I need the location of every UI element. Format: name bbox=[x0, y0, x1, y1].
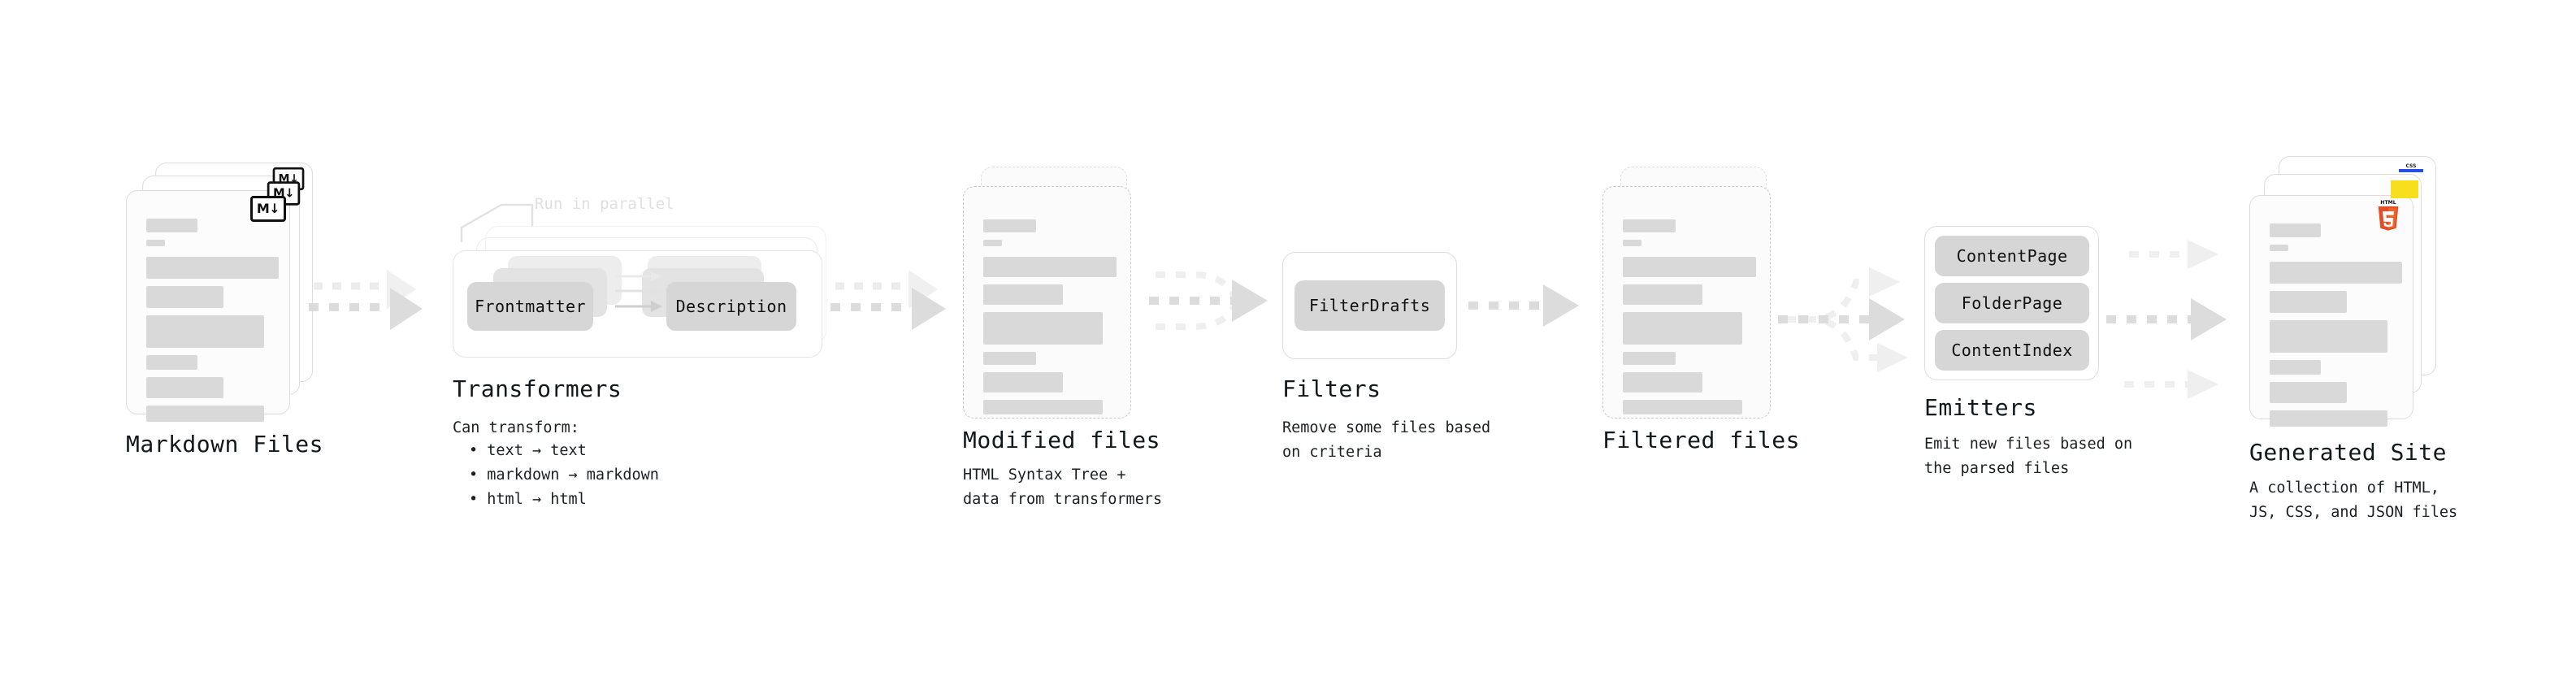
generated-site-caption: A collection of HTML, JS, CSS, and JSON … bbox=[2249, 479, 2458, 521]
stage-title-emitters: Emitters bbox=[1924, 394, 2037, 421]
emitter-chip-contentpage[interactable]: ContentPage bbox=[1935, 236, 2089, 276]
stage-title-filtered-files: Filtered files bbox=[1602, 427, 1801, 453]
stage-title-markdown-files: Markdown Files bbox=[126, 431, 324, 458]
run-in-parallel-label: Run in parallel bbox=[535, 195, 674, 213]
filters-caption: Remove some files based on criteria bbox=[1282, 419, 1491, 461]
site-card-skeleton bbox=[2250, 196, 2413, 427]
arrow-filtered-to-emitters bbox=[1778, 267, 1908, 372]
modified-card-skeleton bbox=[964, 187, 1130, 418]
css-icon: CSS bbox=[2399, 163, 2423, 172]
modified-file-stack bbox=[963, 167, 1142, 419]
filtered-card-skeleton bbox=[1603, 187, 1770, 418]
run-in-parallel-bracket bbox=[460, 203, 534, 242]
arrow-emitters-to-site bbox=[2106, 240, 2227, 399]
markdown-file-stack: M↓ M↓ M↓ bbox=[126, 163, 313, 422]
arrow-markdown-to-transformers bbox=[309, 270, 423, 330]
emitter-chip-contentindex[interactable]: ContentIndex bbox=[1935, 330, 2089, 371]
html5-icon: HTML bbox=[2378, 200, 2399, 231]
arrow-modified-to-filters bbox=[1149, 271, 1268, 330]
modified-files-caption: HTML Syntax Tree + data from transformer… bbox=[963, 466, 1163, 508]
filter-chip-filterdrafts[interactable]: FilterDrafts bbox=[1295, 280, 1445, 331]
markdown-card-skeleton bbox=[127, 191, 289, 422]
transformers-caption: Can transform: bbox=[453, 419, 579, 436]
arrow-transformers-to-modified bbox=[830, 270, 946, 330]
transformers-bullets: • text → text • markdown → markdown • ht… bbox=[469, 442, 659, 508]
js-icon bbox=[2391, 180, 2418, 198]
filtered-file-stack bbox=[1602, 167, 1781, 419]
transformers-inner-arrows bbox=[615, 271, 662, 312]
generated-site-stack: CSS HTML bbox=[2249, 156, 2444, 427]
emitter-chip-folderpage[interactable]: FolderPage bbox=[1935, 283, 2089, 323]
markdown-card-front bbox=[126, 190, 290, 422]
stage-title-modified-files: Modified files bbox=[963, 427, 1161, 453]
stage-title-filters: Filters bbox=[1282, 375, 1381, 402]
emitters-caption: Emit new files based on the parsed files bbox=[1924, 436, 2133, 477]
css-icon-label: CSS bbox=[2405, 163, 2417, 169]
css-icon-bar bbox=[2399, 169, 2423, 172]
markdown-icon: M↓ bbox=[250, 196, 286, 222]
transformer-chip-description[interactable]: Description bbox=[666, 282, 796, 331]
svg-text:HTML: HTML bbox=[2380, 200, 2396, 206]
transformer-chip-frontmatter[interactable]: Frontmatter bbox=[467, 282, 593, 331]
arrow-filters-to-filtered bbox=[1468, 284, 1579, 327]
modified-card-front bbox=[963, 186, 1131, 419]
stage-title-transformers: Transformers bbox=[453, 375, 622, 402]
stage-title-generated-site: Generated Site bbox=[2249, 439, 2448, 466]
site-card-front bbox=[2249, 195, 2413, 427]
filtered-card-front bbox=[1602, 186, 1771, 419]
